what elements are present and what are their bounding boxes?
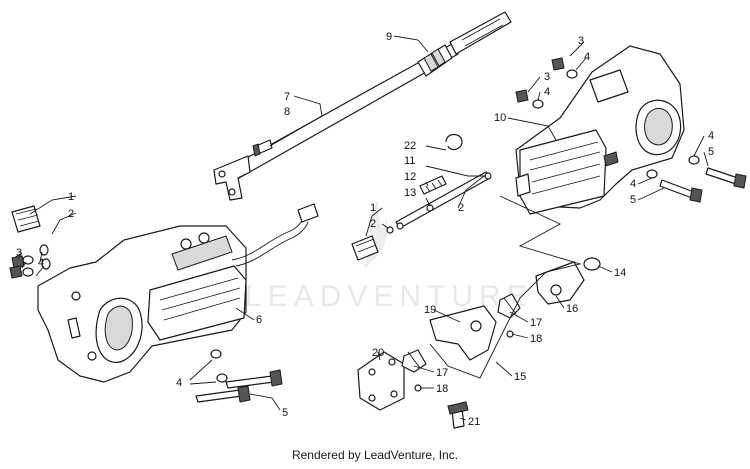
callout-17-lower: 17	[436, 367, 448, 379]
left-gearcase	[9, 203, 319, 403]
callout-3-mid: 3	[544, 71, 550, 83]
callout-17-upper: 17	[530, 317, 542, 329]
callout-15: 15	[514, 371, 526, 383]
coupling-group	[357, 257, 601, 429]
callout-8: 8	[284, 106, 290, 118]
callout-14: 14	[614, 267, 626, 279]
callout-1-left: 1	[68, 191, 74, 203]
callout-20: 20	[372, 347, 384, 359]
callout-4-right-lower: 4	[630, 178, 636, 190]
callout-18-upper: 18	[530, 333, 542, 345]
callout-21: 21	[468, 416, 480, 428]
callout-2-center: 2	[370, 218, 376, 230]
callout-22: 22	[404, 140, 416, 152]
drive-shaft	[213, 11, 512, 201]
callout-10: 10	[494, 112, 506, 124]
callout-4-lower: 4	[176, 377, 182, 389]
callout-16: 16	[566, 303, 578, 315]
callout-5-right: 5	[708, 146, 714, 158]
callout-12: 12	[404, 171, 416, 183]
watermark-text: LEADVENTURE	[245, 280, 533, 313]
callout-9: 9	[386, 31, 392, 43]
callout-18-lower: 18	[436, 383, 448, 395]
callout-labels: 1 2 3 4 5 4 6 7 8 9 1 2 11 12 13 22 2 10…	[16, 31, 714, 428]
right-gearcase	[515, 45, 747, 215]
callout-5-right-lower: 5	[630, 194, 636, 206]
render-credit: Rendered by LeadVenture, Inc.	[291, 448, 459, 462]
watermark: LEADVENTURE	[245, 200, 533, 313]
callout-4-mid: 4	[544, 86, 550, 98]
callout-4-top: 4	[584, 51, 590, 63]
callout-3-top: 3	[578, 35, 584, 47]
callout-leaders	[13, 35, 709, 421]
callout-3-left: 3	[16, 247, 22, 259]
callout-5-left: 5	[282, 407, 288, 419]
callout-11: 11	[404, 155, 415, 167]
callout-2-left: 2	[68, 208, 74, 220]
callout-2-center-right: 2	[458, 202, 464, 214]
callout-7: 7	[284, 91, 290, 103]
center-small-parts	[351, 133, 492, 261]
callout-6: 6	[256, 314, 262, 326]
callout-19: 19	[424, 304, 436, 316]
callout-4-left: 4	[38, 257, 44, 269]
callout-1-center: 1	[370, 202, 376, 214]
callout-4-right: 4	[708, 130, 714, 142]
callout-13: 13	[404, 187, 416, 199]
